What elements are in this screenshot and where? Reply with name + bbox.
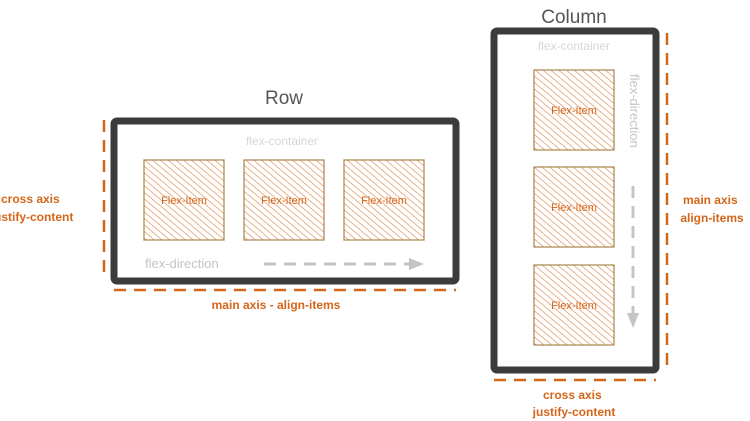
column-direction-arrow-icon — [627, 186, 639, 328]
row-title: Row — [265, 88, 303, 109]
column-item-label: Flex-Item — [551, 105, 597, 117]
row-flex-container — [110, 117, 460, 285]
row-flex-item: Flex-Item — [143, 159, 225, 241]
column-container-label: flex-container — [538, 39, 610, 53]
row-container-label: flex-container — [246, 134, 318, 148]
column-direction-label: flex-direction — [627, 74, 642, 148]
row-main-axis-label: main axis - align-items — [212, 298, 341, 312]
row-direction-label: flex-direction — [145, 256, 219, 271]
row-cross-axis-label: cross axis justify-content — [0, 192, 73, 224]
column-item-label: Flex-Item — [551, 300, 597, 312]
row-direction-arrow-icon — [264, 258, 424, 270]
column-flex-container — [490, 27, 660, 374]
row-item-label: Flex-Item — [161, 195, 207, 207]
column-flex-item: Flex-Item — [533, 69, 615, 151]
row-flex-item: Flex-Item — [343, 159, 425, 241]
column-cross-axis-label: cross axis justify-content — [532, 388, 616, 419]
row-flex-item: Flex-Item — [243, 159, 325, 241]
column-flex-item: Flex-Item — [533, 166, 615, 248]
column-flex-item: Flex-Item — [533, 264, 615, 346]
row-item-label: Flex-Item — [361, 195, 407, 207]
row-item-label: Flex-Item — [261, 195, 307, 207]
column-main-axis-label: main axis align-items — [680, 193, 744, 225]
column-item-label: Flex-Item — [551, 202, 597, 214]
column-title: Column — [541, 7, 606, 28]
